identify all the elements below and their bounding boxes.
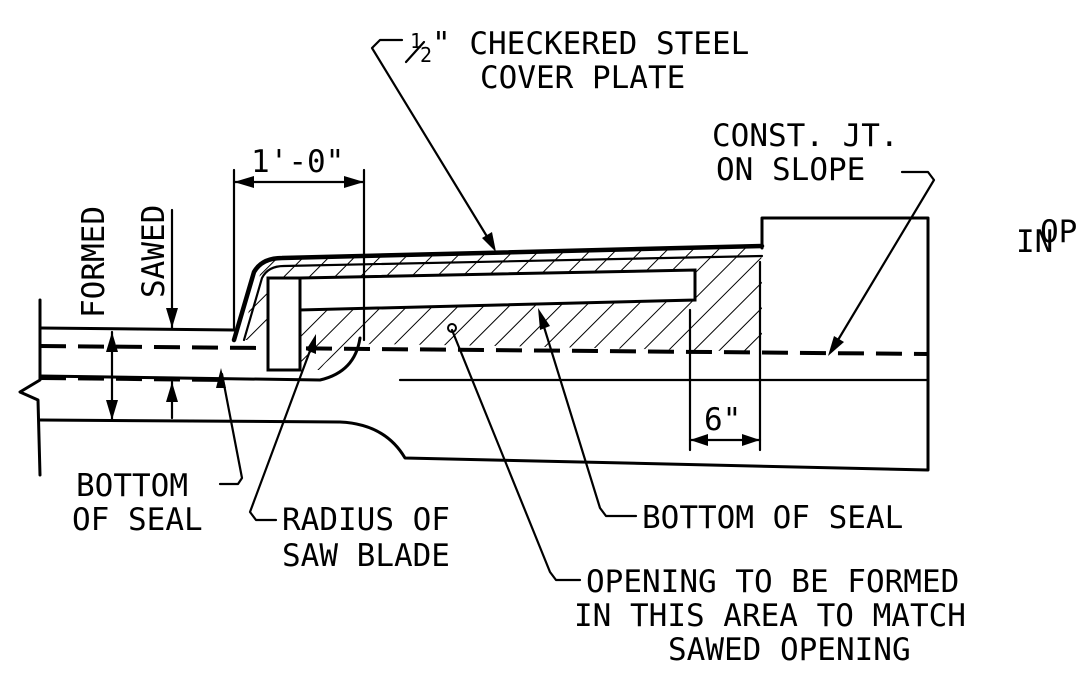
bottom-of-seal-right-label: BOTTOM OF SEAL (642, 500, 903, 536)
seal-bar (298, 268, 697, 312)
slab-left-break (18, 298, 42, 477)
bottom-of-seal-right-leader (538, 312, 638, 518)
bottom-of-seal-left-line2: OF SEAL (72, 502, 203, 538)
formed-label: FORMED (76, 206, 112, 318)
opening-label-line3: SAWED OPENING (668, 632, 911, 668)
vertical-seal-block (266, 276, 302, 372)
cover-plate-leader (370, 38, 496, 250)
sawed-arrow-bottom (166, 382, 178, 402)
bottom-of-seal-left-arrow (216, 368, 226, 388)
joint-lower-line (38, 336, 362, 382)
formed-arrow-top (106, 332, 118, 352)
const-jt-label-line1: CONST. JT. (712, 118, 899, 154)
sawed-label: SAWED (136, 205, 172, 298)
cover-plate-leader-arrow (482, 232, 496, 252)
cover-plate-label-line1: " CHECKERED STEEL (432, 26, 749, 62)
sawed-arrow-top (166, 308, 178, 328)
bottom-of-seal-left-leader (218, 372, 244, 486)
radius-leader-arrow (306, 334, 316, 354)
dim-6in-arrow-left (690, 434, 708, 446)
opening-leader (450, 328, 582, 582)
cut-off-label-line1: OPE (1040, 214, 1079, 250)
radius-leader (248, 338, 316, 522)
formed-arrow-bottom (106, 400, 118, 420)
dim-6in-arrow-right (742, 434, 760, 446)
const-jt-label-line2: ON SLOPE (716, 152, 865, 188)
opening-label-line2: IN THIS AREA TO MATCH (574, 598, 966, 634)
cover-plate-inner (242, 254, 764, 342)
const-jt-leader (830, 170, 936, 352)
cover-plate-frac-bar (404, 40, 426, 64)
slab-bottom-left (38, 216, 930, 472)
cut-off-label-line2: IN (1016, 224, 1053, 260)
bottom-of-seal-line (39, 344, 929, 356)
bottom-of-seal-left-line1: BOTTOM (76, 468, 188, 504)
bottom-of-seal-right-arrow (538, 308, 550, 330)
slab-top-left (38, 326, 236, 332)
const-jt-leader-arrow (828, 336, 844, 356)
dim-1ft-label: 1'-0" (251, 144, 344, 180)
radius-label-line2: SAW BLADE (282, 538, 450, 574)
radius-label-line1: RADIUS OF (282, 502, 450, 538)
cover-plate-frac-den: 2 (420, 43, 432, 67)
cover-plate-outer (231, 243, 765, 343)
cover-plate-label-line2: COVER PLATE (480, 60, 685, 96)
dim-1ft-arrow-left (234, 176, 254, 188)
dim-1ft-arrow-right (344, 176, 364, 188)
opening-label-line1: OPENING TO BE FORMED (586, 564, 959, 600)
bottom-of-seal-lower-dash (39, 376, 231, 382)
dim-6in-label: 6" (704, 402, 741, 438)
